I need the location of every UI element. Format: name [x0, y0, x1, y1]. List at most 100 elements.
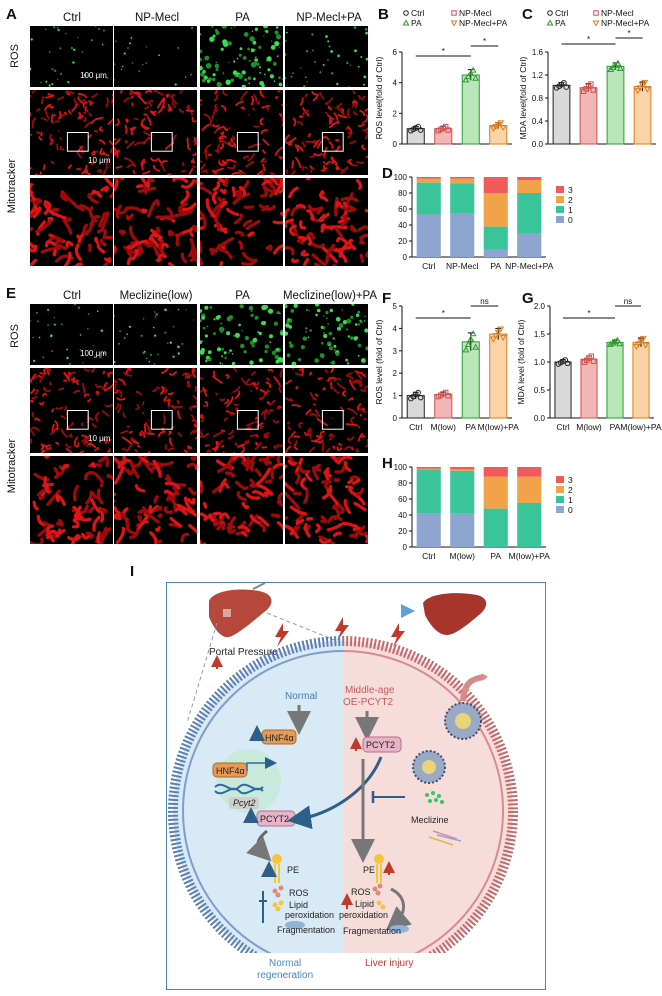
data-point: [492, 124, 500, 131]
stacked-bar-segment: [483, 508, 508, 547]
y-tick-label: 4: [393, 324, 398, 333]
mitotracker-image: [285, 368, 368, 453]
lipid-label-right: Lipid: [355, 899, 374, 909]
fragmentation-label-right: Fragmentation: [343, 926, 401, 936]
ros-fluorescence-image: [200, 304, 283, 365]
data-point: [464, 72, 472, 80]
y-tick-label: 6: [393, 48, 398, 57]
normal-regen-label-1: Normal: [269, 958, 301, 969]
legend-entry: NP-Mecl: [459, 8, 492, 18]
data-point: [639, 335, 647, 342]
stacked-bar-segment: [450, 467, 475, 470]
pe-molecule-right: [374, 854, 384, 883]
col-header-a-3: PA: [235, 12, 250, 24]
legend-entry: 1: [568, 495, 573, 505]
panel-label-i: I: [130, 563, 135, 580]
y-tick-label: 60: [398, 205, 407, 214]
hnf4a-label-nucleus: HNF4α: [216, 766, 245, 776]
data-point: [467, 69, 475, 76]
y-axis-label: MDA level (fold of Ctrl): [516, 319, 526, 404]
peroxidation-label-right: peroxidation: [339, 910, 388, 920]
data-point: [588, 81, 594, 87]
scale-bar-mito: 10 μm: [88, 434, 111, 443]
legend-swatch: [556, 506, 564, 513]
scale-bar-ros: 100 μm: [80, 349, 107, 358]
data-point: [564, 360, 571, 367]
data-point: [563, 84, 570, 90]
data-point: [635, 341, 643, 348]
x-tick-label: Ctrl: [422, 551, 435, 561]
stacked-bar-segment: [416, 178, 441, 183]
stacked-bar-segment: [416, 469, 441, 514]
data-point: [614, 59, 622, 66]
stacked-bar-segment: [483, 476, 508, 509]
x-tick-label: PA: [610, 422, 621, 432]
stacked-bar-segment: [517, 233, 542, 257]
stacked-bar-segment: [483, 193, 508, 227]
data-point: [403, 10, 409, 16]
bar: [632, 341, 650, 419]
y-tick-label: 4: [393, 79, 398, 88]
data-point: [616, 340, 624, 347]
y-tick-label: 0.0: [534, 414, 546, 423]
panel-label-d: D: [382, 165, 393, 182]
row-label-ros-e: ROS: [9, 324, 21, 348]
data-point: [489, 125, 497, 132]
data-point: [472, 343, 480, 350]
y-tick-label: 5: [393, 302, 398, 311]
legend-swatch: [556, 476, 564, 483]
legend-entry: 2: [568, 485, 573, 495]
data-point: [445, 127, 451, 133]
hnf4a-label-top: HNF4α: [265, 733, 294, 743]
legend-swatch: [556, 486, 564, 493]
stacked-bar-segment: [483, 249, 508, 257]
bar: [461, 74, 480, 145]
data-point: [464, 340, 472, 348]
stacked-bar-segment: [416, 177, 441, 179]
legend-entry: 3: [568, 475, 573, 485]
mitotracker-image: [200, 456, 283, 544]
x-tick-label: M(low): [576, 422, 602, 432]
data-point: [561, 79, 567, 86]
legend-entry: Ctrl: [555, 8, 568, 18]
stacked-bar-segment: [517, 193, 542, 233]
data-point: [415, 389, 421, 396]
y-tick-label: 2.0: [534, 302, 546, 311]
y-tick-label: 0.4: [532, 117, 544, 126]
bar: [579, 87, 598, 145]
ros-fluorescence-image: [114, 304, 197, 365]
significance-label: *: [442, 309, 445, 318]
data-point: [611, 338, 619, 345]
ros-fluorescence-image: [114, 26, 197, 87]
data-point: [642, 342, 650, 349]
col-header-a-4: NP-Mecl+PA: [296, 12, 362, 24]
data-point: [643, 86, 651, 93]
data-point: [445, 393, 451, 399]
legend-swatch: [556, 206, 564, 213]
ros-label-left: ROS: [289, 888, 309, 898]
liver-diseased-icon: [209, 583, 272, 638]
x-tick-label: M(low): [450, 551, 476, 561]
ros-fluorescence-image: [285, 26, 368, 87]
stacked-bar-segment: [450, 471, 475, 514]
x-tick-label: PA: [490, 551, 501, 561]
mitotracker-image: [285, 90, 368, 175]
legend-entry: NP-Mecl: [601, 8, 634, 18]
x-tick-label: PA: [490, 261, 501, 271]
data-point: [417, 394, 424, 401]
x-tick-label: Ctrl: [422, 261, 435, 271]
mito-fragments-right: [428, 830, 462, 846]
legend-swatch: [556, 496, 564, 503]
significance-label: *: [627, 29, 630, 38]
panel-label-h: H: [382, 455, 393, 472]
mitotracker-image: [200, 368, 283, 453]
significance-label: *: [587, 35, 590, 44]
bar: [552, 84, 571, 145]
y-tick-label: 0.5: [534, 386, 546, 395]
panel-label-b: B: [378, 6, 389, 23]
y-tick-label: 80: [398, 189, 407, 198]
row-label-mito-a: Mitotracker: [6, 158, 18, 214]
bar: [633, 86, 652, 145]
